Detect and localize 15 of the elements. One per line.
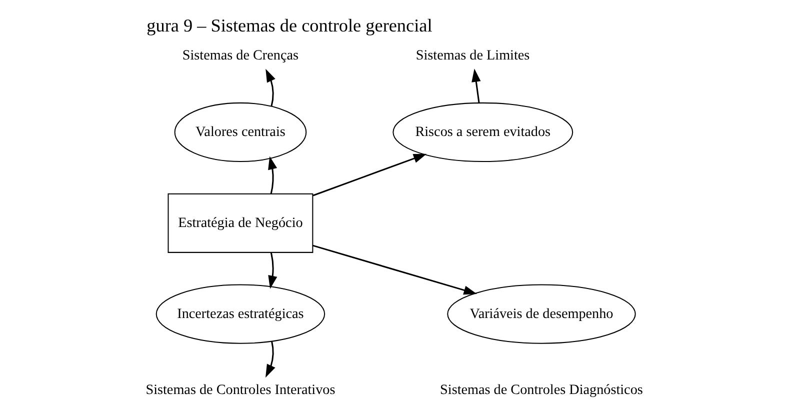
node-text: Sistemas de Limites [416, 47, 530, 64]
node-text: Sistemas de Crenças [182, 47, 299, 64]
arrow [472, 68, 481, 102]
arrow [268, 252, 278, 288]
arrow [312, 153, 427, 196]
node-label: Sistemas de Controles Diagnósticos [440, 382, 643, 398]
arrow [268, 156, 278, 194]
arrow [312, 244, 477, 294]
node-ellipse: Incertezas estratégicas [156, 284, 326, 344]
diagram-title: gura 9 – Sistemas de controle gerencial [146, 15, 432, 36]
node-text: Sistemas de Controles Interativos [146, 382, 336, 398]
arrow [266, 340, 276, 378]
arrow [266, 68, 276, 106]
node-ellipse: Valores centrais [174, 102, 307, 162]
node-box: Estratégia de Negócio [168, 192, 314, 252]
